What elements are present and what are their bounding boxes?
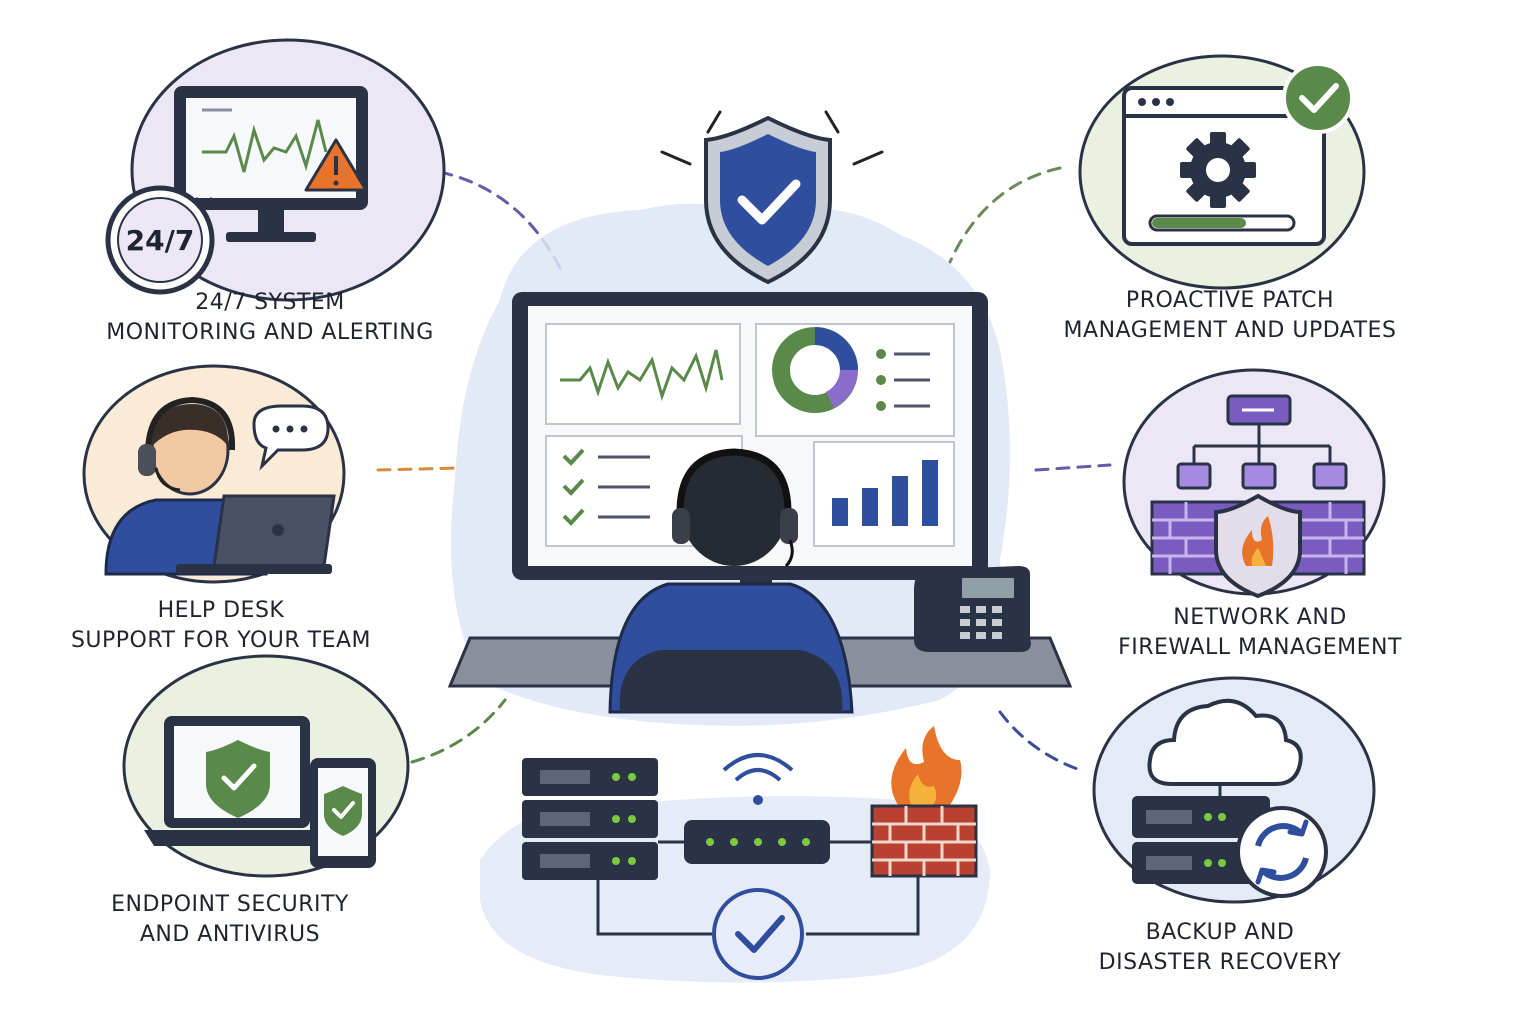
backup-label-line1: BACKUP AND bbox=[1145, 920, 1295, 945]
monitoring-label: 24/7 SYSTEM MONITORING AND ALERTING bbox=[80, 288, 460, 348]
support-agent-figure bbox=[608, 448, 854, 714]
server-rack-icon bbox=[522, 758, 658, 880]
network-label-line1: NETWORK AND bbox=[1173, 605, 1347, 630]
monitoring-icon: 24/7 bbox=[105, 38, 446, 302]
security-shield-icon bbox=[660, 110, 884, 285]
endpoint-label-line1: ENDPOINT SECURITY bbox=[111, 892, 349, 917]
helpdesk-label: HELP DESK SUPPORT FOR YOUR TEAM bbox=[36, 596, 406, 656]
network-label-line2: FIREWALL MANAGEMENT bbox=[1118, 635, 1402, 660]
patch-icon bbox=[1078, 54, 1366, 290]
router-icon bbox=[684, 753, 830, 864]
patch-label: PROACTIVE PATCH MANAGEMENT AND UPDATES bbox=[1040, 286, 1420, 346]
monitoring-badge-text: 24/7 bbox=[126, 224, 195, 257]
helpdesk-icon bbox=[82, 364, 346, 584]
backup-label: BACKUP AND DISASTER RECOVERY bbox=[1060, 918, 1380, 978]
monitoring-label-line1: 24/7 SYSTEM bbox=[195, 290, 345, 315]
endpoint-label-line2: AND ANTIVIRUS bbox=[139, 922, 321, 947]
helpdesk-label-line2: SUPPORT FOR YOUR TEAM bbox=[70, 628, 372, 653]
patch-label-line1: PROACTIVE PATCH bbox=[1125, 288, 1335, 313]
patch-label-line2: MANAGEMENT AND UPDATES bbox=[1063, 318, 1397, 343]
network-connections bbox=[596, 840, 920, 936]
backup-icon bbox=[1092, 676, 1376, 904]
network-label: NETWORK AND FIREWALL MANAGEMENT bbox=[1080, 603, 1440, 663]
backup-label-line2: DISASTER RECOVERY bbox=[1098, 950, 1342, 975]
desk-phone-icon bbox=[914, 566, 1031, 652]
monitoring-label-line2: MONITORING AND ALERTING bbox=[106, 320, 434, 345]
helpdesk-label-line1: HELP DESK bbox=[157, 598, 285, 623]
network-check-icon bbox=[712, 888, 804, 980]
network-firewall-icon bbox=[1122, 368, 1386, 599]
endpoint-icon bbox=[122, 654, 410, 878]
endpoint-label: ENDPOINT SECURITY AND ANTIVIRUS bbox=[70, 890, 390, 950]
